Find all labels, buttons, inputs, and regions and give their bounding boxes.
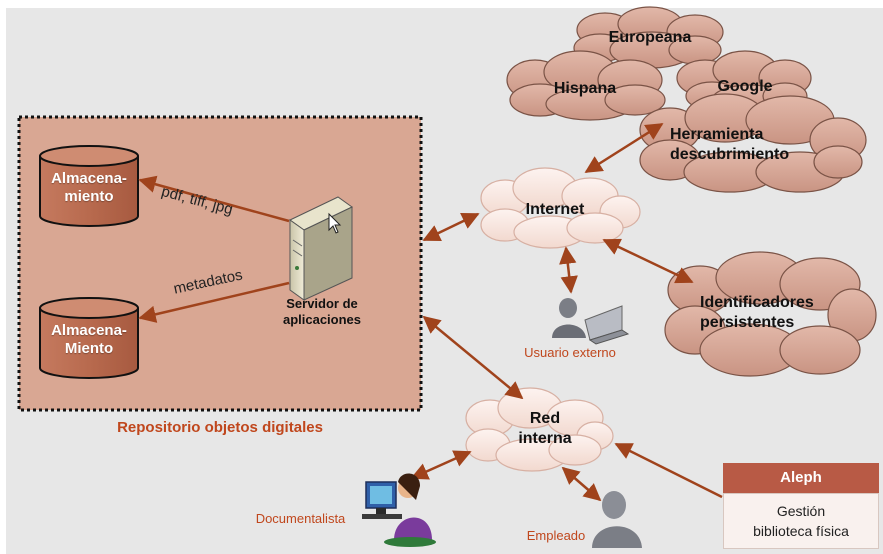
documentalist-label: Documentalista — [255, 511, 346, 526]
arrow-intranet-employee — [561, 466, 602, 502]
cloud-identifiers-label-line-2: persistentes — [700, 314, 795, 331]
arrow-internet-identifiers — [602, 238, 694, 284]
cloud-internet-label: Internet — [525, 201, 585, 218]
server-label-line-2: aplicaciones — [282, 312, 362, 327]
cloud-discovery-label-line-2: descubrimiento — [670, 146, 790, 163]
arrow-intranet-documentalist — [410, 450, 472, 480]
cloud-internet — [480, 167, 641, 249]
aleph-title: Aleph — [723, 463, 879, 493]
cloud-google-label: Google — [717, 78, 773, 95]
cloud-identifiers-label-line-1: Identificadores — [700, 294, 814, 311]
arrow-repository-internet — [422, 212, 480, 242]
cloud-hispana — [506, 50, 666, 121]
cloud-hispana-label: Hispana — [553, 80, 617, 97]
arrow-repository-intranet — [422, 315, 524, 400]
storage-2-label-line-1: Almacena- — [51, 322, 127, 339]
repository-title: Repositorio objetos digitales — [117, 419, 323, 436]
storage-1-label-line-1: Almacena- — [51, 170, 127, 187]
cloud-intranet — [465, 387, 614, 472]
documentalist-icon — [362, 473, 436, 547]
cloud-discovery-label: Herramienta descubrimiento — [670, 125, 810, 165]
arrow-server-storage-2 — [138, 281, 290, 323]
arrow-server-storage-1 — [138, 175, 290, 223]
aleph-description: Gestión biblioteca física — [723, 493, 879, 549]
employee-label: Empleado — [526, 528, 586, 543]
cloud-intranet-label-line-2: interna — [518, 430, 572, 447]
cloud-intranet-label: Red interna — [500, 409, 590, 449]
server-label-line-1: Servidor de — [286, 296, 358, 311]
cloud-identifiers-label: Identificadores persistentes — [700, 293, 840, 333]
arrow-aleph-intranet — [614, 442, 723, 499]
storage-2-label: Almacena- Miento — [40, 322, 138, 358]
cloud-discovery-label-line-1: Herramienta — [670, 126, 764, 143]
arrow-internet-user — [559, 246, 578, 294]
server-icon — [289, 196, 353, 301]
external-user-icon — [552, 298, 630, 345]
storage-1-label: Almacena- miento — [40, 170, 138, 206]
employee-icon — [592, 491, 642, 548]
storage-2-label-line-2: Miento — [64, 340, 114, 357]
aleph-description-line-2: biblioteca física — [753, 523, 849, 539]
server-label: Servidor de aplicaciones — [272, 296, 372, 328]
cloud-identifiers — [664, 251, 877, 377]
aleph-description-line-1: Gestión — [776, 503, 826, 519]
storage-1-icon — [39, 145, 139, 227]
external-user-label: Usuario externo — [524, 345, 616, 360]
arrow-internet-discovery — [584, 122, 664, 174]
storage-1-label-line-2: miento — [64, 188, 114, 205]
cloud-intranet-label-line-1: Red — [529, 410, 561, 427]
cloud-europeana-label: Europeana — [608, 29, 692, 46]
storage-2-icon — [39, 297, 139, 379]
cloud-europeana — [573, 6, 724, 69]
